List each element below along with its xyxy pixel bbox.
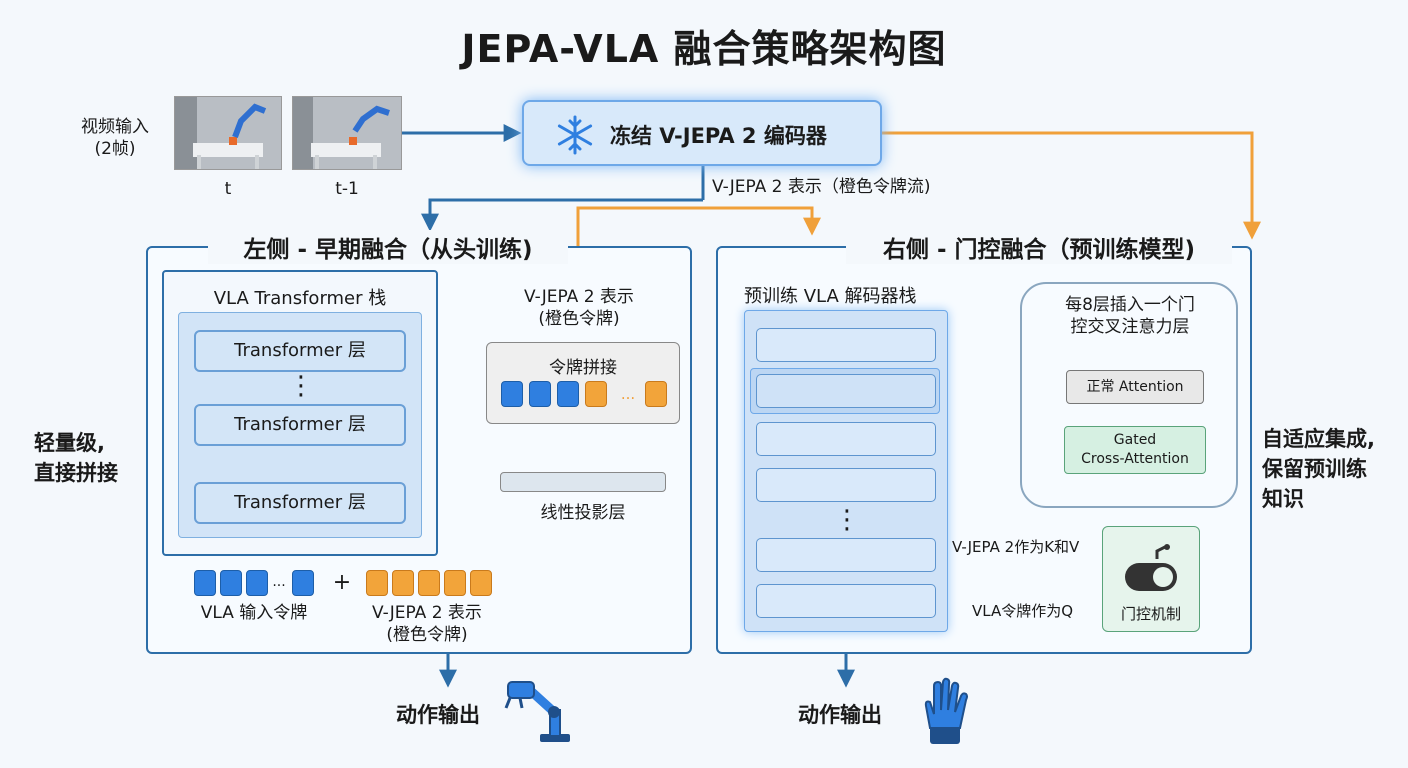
gated-zoom-title-line1: 每8层插入一个门 bbox=[1065, 295, 1195, 315]
gate-mechanism-box: 门控机制 bbox=[1102, 526, 1200, 632]
video-frame-t-1 bbox=[292, 96, 402, 170]
page-title: JEPA-VLA 融合策略架构图 bbox=[461, 27, 947, 71]
left-side-note: 轻量级, 直接拼接 bbox=[34, 428, 144, 488]
vla-token-1 bbox=[194, 570, 216, 596]
vla-token-ellipsis: ... bbox=[272, 574, 286, 590]
left-section-title: 左侧 - 早期融合（从头训练) bbox=[208, 230, 568, 264]
decoder-layer-4 bbox=[756, 468, 936, 502]
decoder-layer-5 bbox=[756, 538, 936, 572]
gated-zoom-title: 每8层插入一个门 控交叉注意力层 bbox=[1030, 294, 1230, 338]
gated-zoom-title-line2: 控交叉注意力层 bbox=[1070, 317, 1190, 337]
right-side-note-line1: 自适应集成, bbox=[1262, 427, 1375, 451]
linear-projection-bar bbox=[500, 472, 666, 492]
vla-token-2 bbox=[220, 570, 242, 596]
concat-token-blue-1 bbox=[501, 381, 523, 407]
layers-ellipsis: ⋮ bbox=[288, 371, 314, 401]
video-input-line2: (2帧) bbox=[94, 139, 136, 159]
kv-label: V-JEPA 2作为K和V bbox=[952, 538, 1080, 556]
stack-title: VLA Transformer 栈 bbox=[213, 288, 387, 309]
right-side-note-line3: 知识 bbox=[1262, 487, 1304, 511]
jepa-token-4 bbox=[444, 570, 466, 596]
concat-token-blue-2 bbox=[529, 381, 551, 407]
left-rep-label: V-JEPA 2 表示 (橙色令牌) bbox=[494, 286, 664, 330]
decoder-layer-1 bbox=[756, 328, 936, 362]
gate-mechanism-label: 门控机制 bbox=[1120, 605, 1181, 623]
q-label: VLA令牌作为Q bbox=[972, 602, 1074, 620]
concat-token-blue-3 bbox=[557, 381, 579, 407]
jepa-token-5 bbox=[470, 570, 492, 596]
encoder-label: 冻结 V-JEPA 2 编码器 bbox=[610, 124, 827, 148]
right-side-note: 自适应集成, 保留预训练 知识 bbox=[1262, 424, 1404, 514]
jepa-tokens-line1: V-JEPA 2 表示 bbox=[372, 603, 482, 623]
decoder-layer-6 bbox=[756, 584, 936, 618]
video-input-label: 视频输入 (2帧) bbox=[56, 116, 174, 160]
transformer-layer-middle: Transformer 层 bbox=[194, 404, 406, 446]
plus-sign: + bbox=[332, 570, 352, 595]
left-side-note-line2: 直接拼接 bbox=[34, 461, 118, 485]
decoder-stack-title: 预训练 VLA 解码器栈 bbox=[744, 286, 917, 307]
frozen-encoder-box: 冻结 V-JEPA 2 编码器 bbox=[522, 100, 882, 166]
jepa-token-2 bbox=[392, 570, 414, 596]
stream-label: V-JEPA 2 表示（橙色令牌流) bbox=[712, 177, 931, 197]
normal-attention-box: 正常 Attention bbox=[1066, 370, 1204, 404]
frame-label-t-1: t-1 bbox=[335, 179, 359, 199]
jepa-tokens-line2: (橙色令牌) bbox=[386, 625, 468, 645]
decoder-layer-2 bbox=[756, 374, 936, 408]
left-rep-line2: (橙色令牌) bbox=[538, 309, 620, 329]
token-concat-label: 令牌拼接 bbox=[549, 358, 617, 378]
video-frame-t bbox=[174, 96, 282, 170]
gated-line1: Gated bbox=[1113, 432, 1157, 448]
jepa-token-1 bbox=[366, 570, 388, 596]
robot-arm-icon bbox=[504, 681, 570, 742]
decoder-layer-3 bbox=[756, 422, 936, 456]
jepa-token-3 bbox=[418, 570, 440, 596]
vla-input-tokens-label: VLA 输入令牌 bbox=[200, 603, 308, 623]
gated-line2: Cross-Attention bbox=[1081, 451, 1189, 467]
transformer-layer-bottom: Transformer 层 bbox=[194, 482, 406, 524]
left-action-output-label: 动作输出 bbox=[396, 703, 480, 727]
left-rep-line1: V-JEPA 2 表示 bbox=[524, 287, 634, 307]
concat-ellipsis: ... bbox=[620, 385, 636, 403]
right-side-note-line2: 保留预训练 bbox=[1262, 457, 1367, 481]
vla-token-4 bbox=[292, 570, 314, 596]
snowflake-icon bbox=[557, 115, 593, 155]
decoder-ellipsis: ⋮ bbox=[834, 505, 860, 535]
gated-cross-attention-box: Gated Cross-Attention bbox=[1064, 426, 1206, 474]
robot-hand-icon bbox=[924, 677, 968, 744]
right-section-title: 右侧 - 门控融合（预训练模型) bbox=[846, 230, 1232, 264]
concat-token-orange-1 bbox=[585, 381, 607, 407]
token-concat-box: 令牌拼接 ... bbox=[486, 342, 680, 424]
linear-projection-label: 线性投影层 bbox=[540, 503, 626, 523]
right-action-output-label: 动作输出 bbox=[798, 703, 882, 727]
left-side-note-line1: 轻量级, bbox=[34, 431, 105, 455]
frame-label-t: t bbox=[224, 179, 232, 199]
vla-token-3 bbox=[246, 570, 268, 596]
transformer-layer-top: Transformer 层 bbox=[194, 330, 406, 372]
jepa-tokens-label: V-JEPA 2 表示 (橙色令牌) bbox=[352, 602, 502, 646]
video-input-line1: 视频输入 bbox=[81, 117, 149, 137]
toggle-switch-icon bbox=[1125, 544, 1177, 591]
concat-token-orange-2 bbox=[645, 381, 667, 407]
